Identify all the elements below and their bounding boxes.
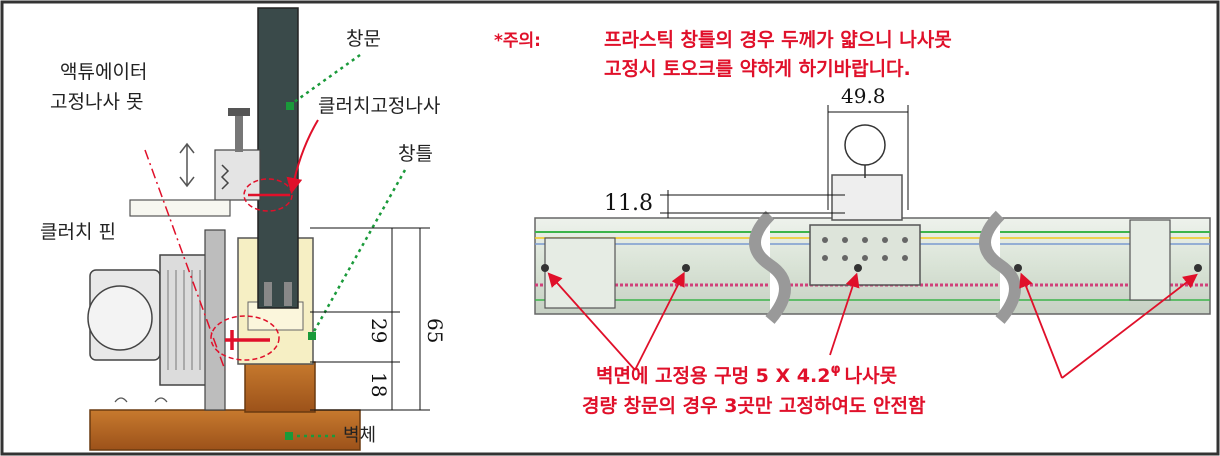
label-actuator-1: 액튜에이터 bbox=[60, 61, 147, 83]
rail-end-left bbox=[544, 237, 616, 309]
bolt-head bbox=[228, 108, 250, 116]
frame-screw-highlight bbox=[210, 315, 280, 361]
label-wall: 벽체 bbox=[343, 425, 376, 446]
adjust-bolt bbox=[235, 112, 243, 152]
dim-49-8-lines bbox=[827, 105, 909, 210]
label-clutch-screw: 클러치고정나사 bbox=[318, 95, 440, 117]
gear-ribs bbox=[167, 270, 201, 370]
label-actuator-2: 고정나사 못 bbox=[50, 91, 143, 113]
clutch-pin bbox=[129, 199, 231, 217]
frame-leader-dot bbox=[308, 332, 316, 340]
section-view bbox=[87, 7, 430, 451]
rail-view bbox=[534, 105, 1211, 379]
label-clutch-pin: 클러치 핀 bbox=[40, 221, 116, 243]
clutch-screw-highlight bbox=[243, 178, 293, 212]
dim-11-8: 11.8 bbox=[604, 191, 653, 216]
notice-line-1: 프라스틱 창틀의 경우 두께가 얇으니 나사못 bbox=[604, 29, 952, 51]
break-mark-left bbox=[749, 210, 791, 324]
break-mark-right bbox=[979, 210, 1021, 324]
dimension-lines bbox=[310, 227, 430, 411]
pin-knob bbox=[844, 124, 886, 166]
mount-clips bbox=[114, 397, 168, 403]
motor-disc bbox=[87, 285, 153, 351]
note-line-2: 경량 창문의 경우 3곳만 고정하여도 안전함 bbox=[582, 395, 926, 417]
notice-prefix: *주의: bbox=[494, 31, 541, 51]
note-line-1: 벽면에 고정용 구멍 5 X 4.2φ 나사못 bbox=[596, 362, 897, 387]
dim-49-8: 49.8 bbox=[841, 84, 886, 108]
note-phi: φ bbox=[830, 362, 840, 377]
spring-coil bbox=[220, 164, 230, 190]
dim-29: 29 bbox=[367, 318, 391, 343]
clutch-bracket bbox=[214, 149, 261, 201]
frame-screw-mark bbox=[225, 330, 270, 350]
up-down-arrow-icon bbox=[179, 142, 195, 188]
screw-axis-line bbox=[144, 149, 226, 371]
wall-block bbox=[89, 409, 361, 451]
dim-11-8-lines bbox=[660, 190, 845, 218]
frame-leader bbox=[310, 169, 407, 336]
dim-65: 65 bbox=[423, 318, 447, 343]
carriage-bolts bbox=[822, 237, 908, 261]
frame-wood-base bbox=[244, 361, 316, 413]
window-leader-dot bbox=[286, 102, 294, 110]
actuator-rail bbox=[204, 229, 226, 411]
dim-18: 18 bbox=[367, 372, 391, 397]
clutch-screw-arrow bbox=[286, 119, 319, 194]
notice-line-2: 고정시 토오크를 약하게 하기바랍니다. bbox=[604, 58, 911, 80]
label-frame: 창틀 bbox=[398, 143, 433, 165]
label-window: 창문 bbox=[346, 28, 381, 50]
note-line-1-text: 벽면에 고정용 구멍 5 X 4.2 bbox=[596, 365, 830, 387]
mounting-holes bbox=[541, 264, 1202, 272]
rail-end-right bbox=[1129, 219, 1171, 301]
sash-foot-right bbox=[284, 282, 292, 306]
sash-foot-left bbox=[264, 282, 272, 306]
window-sash bbox=[257, 7, 299, 309]
hole-pointers bbox=[547, 271, 1198, 379]
note-line-1-tail: 나사못 bbox=[845, 365, 897, 387]
wall-leader-dot bbox=[285, 432, 293, 440]
window-leader bbox=[289, 53, 361, 107]
